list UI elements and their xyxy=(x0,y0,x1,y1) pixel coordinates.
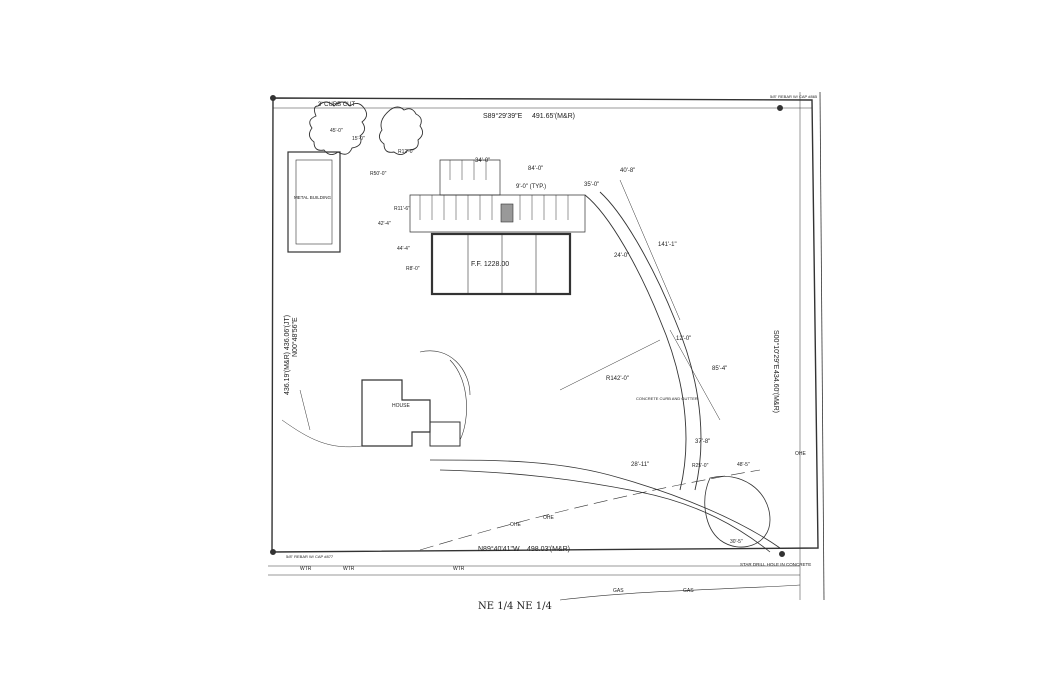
util-wtr-2: WTR xyxy=(343,566,355,572)
dim-r25: R25'-0" xyxy=(692,463,709,469)
dim-28: 28'-11" xyxy=(631,462,649,468)
curb-cut-cloud xyxy=(309,101,367,155)
dim-48: 48'-5" xyxy=(737,462,750,468)
dim-141: 141'-1" xyxy=(658,242,677,248)
dim-24: 24'-0" xyxy=(614,253,629,259)
monument-se xyxy=(779,551,785,557)
util-ohe-3: OHE xyxy=(795,451,807,457)
bearing-south: N89°40'41"W xyxy=(478,545,520,553)
west-bearing: N00°48'56"E xyxy=(291,317,299,357)
dist-south: 498.03'(M&R) xyxy=(527,546,570,553)
curb-gutter-label: CONCRETE CURB AND GUTTER xyxy=(636,396,698,401)
west-distance: 436.19'(M&R) 436.06'(JT) xyxy=(284,315,291,395)
dim-9: 9'-0" (TYP.) xyxy=(516,184,546,190)
monument-ne xyxy=(777,105,783,111)
dim-r12: R12'-0" xyxy=(398,149,415,155)
radius-label: R142'-0" xyxy=(606,376,629,382)
dim-r8: R8'-0" xyxy=(406,266,420,272)
dim-35: 35'-0" xyxy=(584,182,599,188)
monument-nw xyxy=(270,95,276,101)
house xyxy=(361,379,431,447)
dim-37: 37'-8" xyxy=(695,439,710,445)
star-drill-label: STAR DRILL HOLE IN CONCRETE xyxy=(740,562,811,567)
dim-30: 30'-5" xyxy=(730,539,743,545)
dim-r11: R11'-6" xyxy=(394,206,410,212)
building-ff: F.F. 1228.00 xyxy=(471,261,509,268)
dim-15: 15'-0" xyxy=(352,136,365,142)
metal-building-label: METAL BUILDING xyxy=(294,195,332,200)
util-wtr-3: WTR xyxy=(453,566,465,572)
bearing-north: S89°29'39"E xyxy=(483,112,523,120)
util-ohe-1: OHE xyxy=(543,515,555,521)
east-distance: 434.60'(M&R) xyxy=(772,370,779,413)
east-bearing: S00°10'29"E xyxy=(772,330,780,370)
curb-cut-cloud-2 xyxy=(379,106,423,155)
metal-building xyxy=(287,151,341,253)
rebar-ne-label: 5/8" REBAR W/ CAP #865 xyxy=(770,94,818,99)
monument-sw xyxy=(270,549,276,555)
dim-85: 85'-4" xyxy=(712,366,727,372)
util-gas-1: GAS xyxy=(613,588,624,594)
dist-north: 491.65'(M&R) xyxy=(532,113,575,120)
dim-34: 34'-0" xyxy=(475,158,490,164)
dim-12: 12'-0" xyxy=(676,336,691,342)
house-label: HOUSE xyxy=(392,403,410,409)
rebar-sw-label: 5/8" REBAR W/ CAP #877 xyxy=(286,554,334,559)
dim-45: 45'-0" xyxy=(330,128,343,134)
main-building xyxy=(430,232,572,296)
dim-84a: 84'-0" xyxy=(528,166,543,172)
curb-cut-label: 3' CURB CUT xyxy=(318,102,355,108)
dim-42: 42'-4" xyxy=(378,221,391,227)
util-ohe-2: OHE xyxy=(510,522,522,528)
dim-40: 40'-8" xyxy=(620,168,635,174)
property-boundary xyxy=(271,97,819,553)
dim-44: 44'-4" xyxy=(397,246,410,252)
section-label: NE 1/4 NE 1/4 xyxy=(478,601,552,612)
util-wtr-1: WTR xyxy=(300,566,312,572)
driveway-curve xyxy=(584,194,687,491)
dim-r50: R50'-0" xyxy=(370,171,387,177)
util-gas-2: GAS xyxy=(683,588,694,594)
